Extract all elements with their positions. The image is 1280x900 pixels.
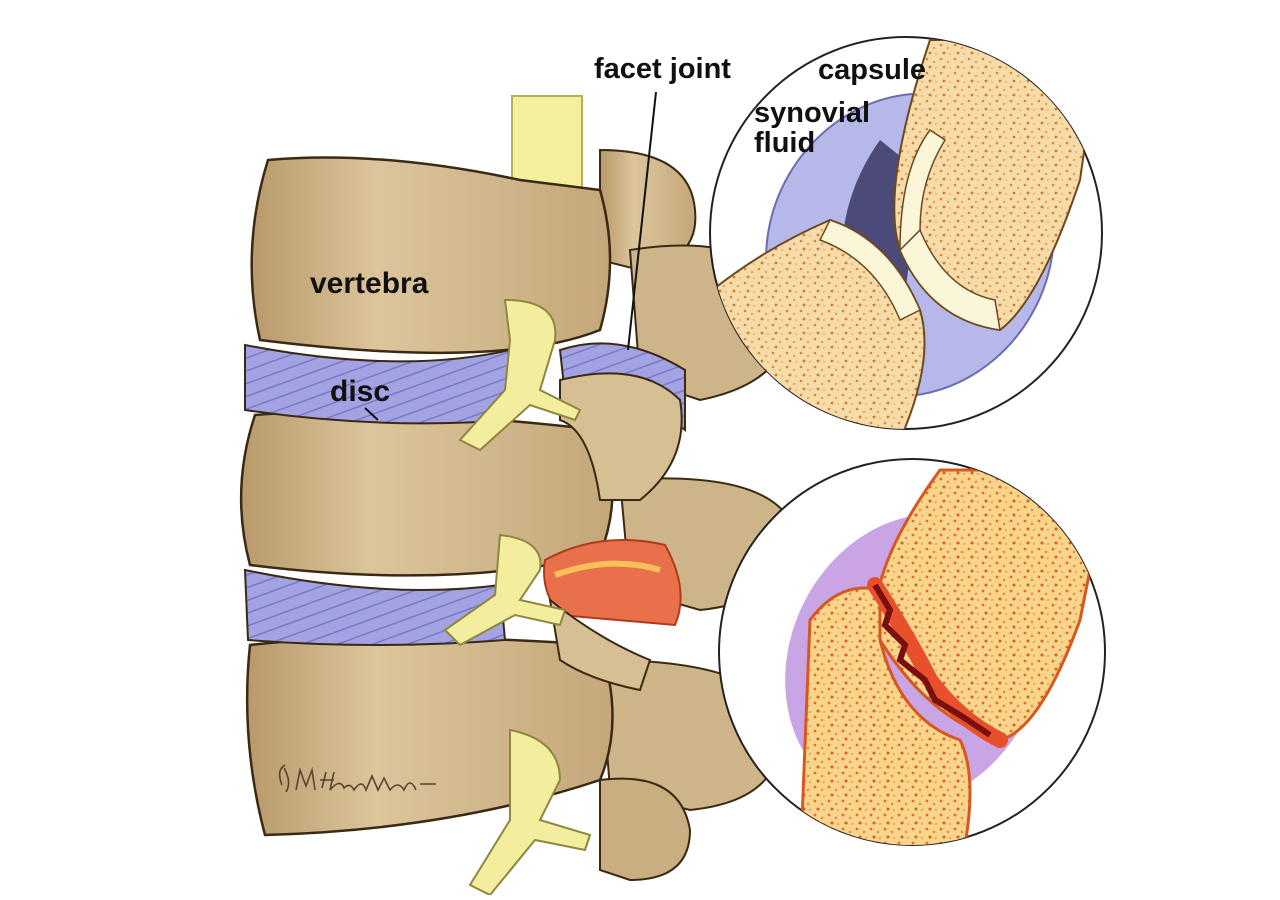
label-capsule: capsule <box>818 54 926 86</box>
vertebral-bodies <box>239 156 614 837</box>
label-facet-joint: facet joint <box>594 53 731 85</box>
zoom-healthy-joint <box>709 36 1103 430</box>
nerve-roots <box>443 298 592 897</box>
label-synovial-fluid: synovial fluid <box>754 98 870 158</box>
label-synovial-line2: fluid <box>754 127 816 159</box>
facet-joint-healthy <box>559 372 683 501</box>
label-disc: disc <box>330 375 391 408</box>
label-vertebra: vertebra <box>310 267 429 300</box>
zoom-arthritic-joint <box>718 458 1106 846</box>
label-synovial-line1: synovial <box>754 97 871 129</box>
artist-signature <box>278 764 436 793</box>
facet-joint-arthritic <box>543 539 682 692</box>
